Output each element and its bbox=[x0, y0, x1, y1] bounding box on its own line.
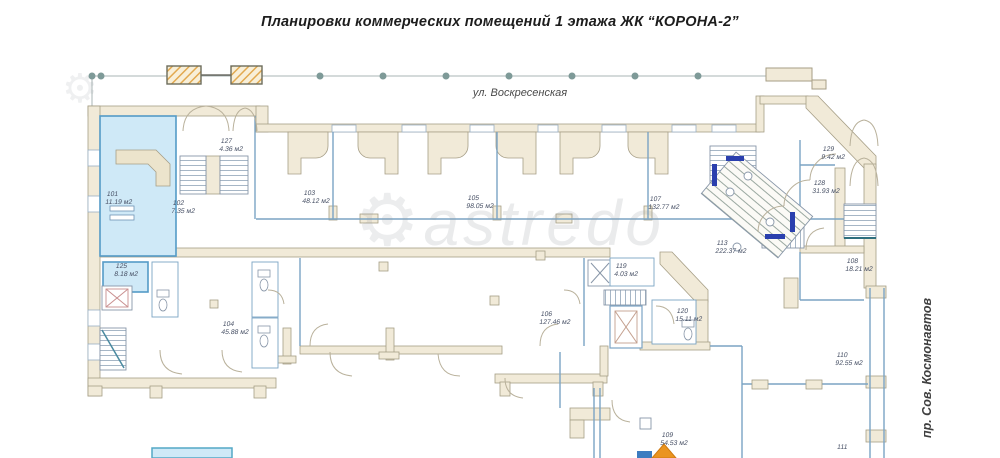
bottom-blue-room[interactable] bbox=[151, 447, 233, 458]
stair-direction-arrows bbox=[712, 156, 795, 239]
page-title: Планировки коммерческих помещений 1 этаж… bbox=[261, 14, 739, 30]
walls bbox=[87, 95, 887, 443]
divider-blocks bbox=[751, 379, 823, 390]
highlighted-rooms bbox=[99, 115, 177, 293]
blue-marker bbox=[637, 451, 652, 458]
windows bbox=[87, 124, 737, 361]
sanitary-rooms bbox=[151, 257, 697, 430]
survey-line bbox=[88, 65, 827, 108]
street-label-voskresenskaya: ул. Воскресенская bbox=[472, 87, 568, 99]
hatched-marker-box bbox=[230, 65, 263, 85]
gear-watermark-icon: ⚙ bbox=[62, 67, 98, 111]
watermark: ⚙astredo bbox=[354, 181, 665, 261]
orange-marker bbox=[651, 443, 677, 458]
hatched-marker-box bbox=[166, 65, 202, 85]
stairs bbox=[99, 145, 877, 371]
room-label-111: 111 bbox=[836, 444, 849, 451]
gear-watermark-icon: ⚙ bbox=[354, 181, 424, 261]
street-label-kosmonavtov: пр. Сов. Космонавтов bbox=[920, 297, 934, 439]
door-arcs bbox=[159, 105, 879, 423]
bottom-details bbox=[151, 443, 677, 458]
elevators bbox=[101, 259, 643, 349]
